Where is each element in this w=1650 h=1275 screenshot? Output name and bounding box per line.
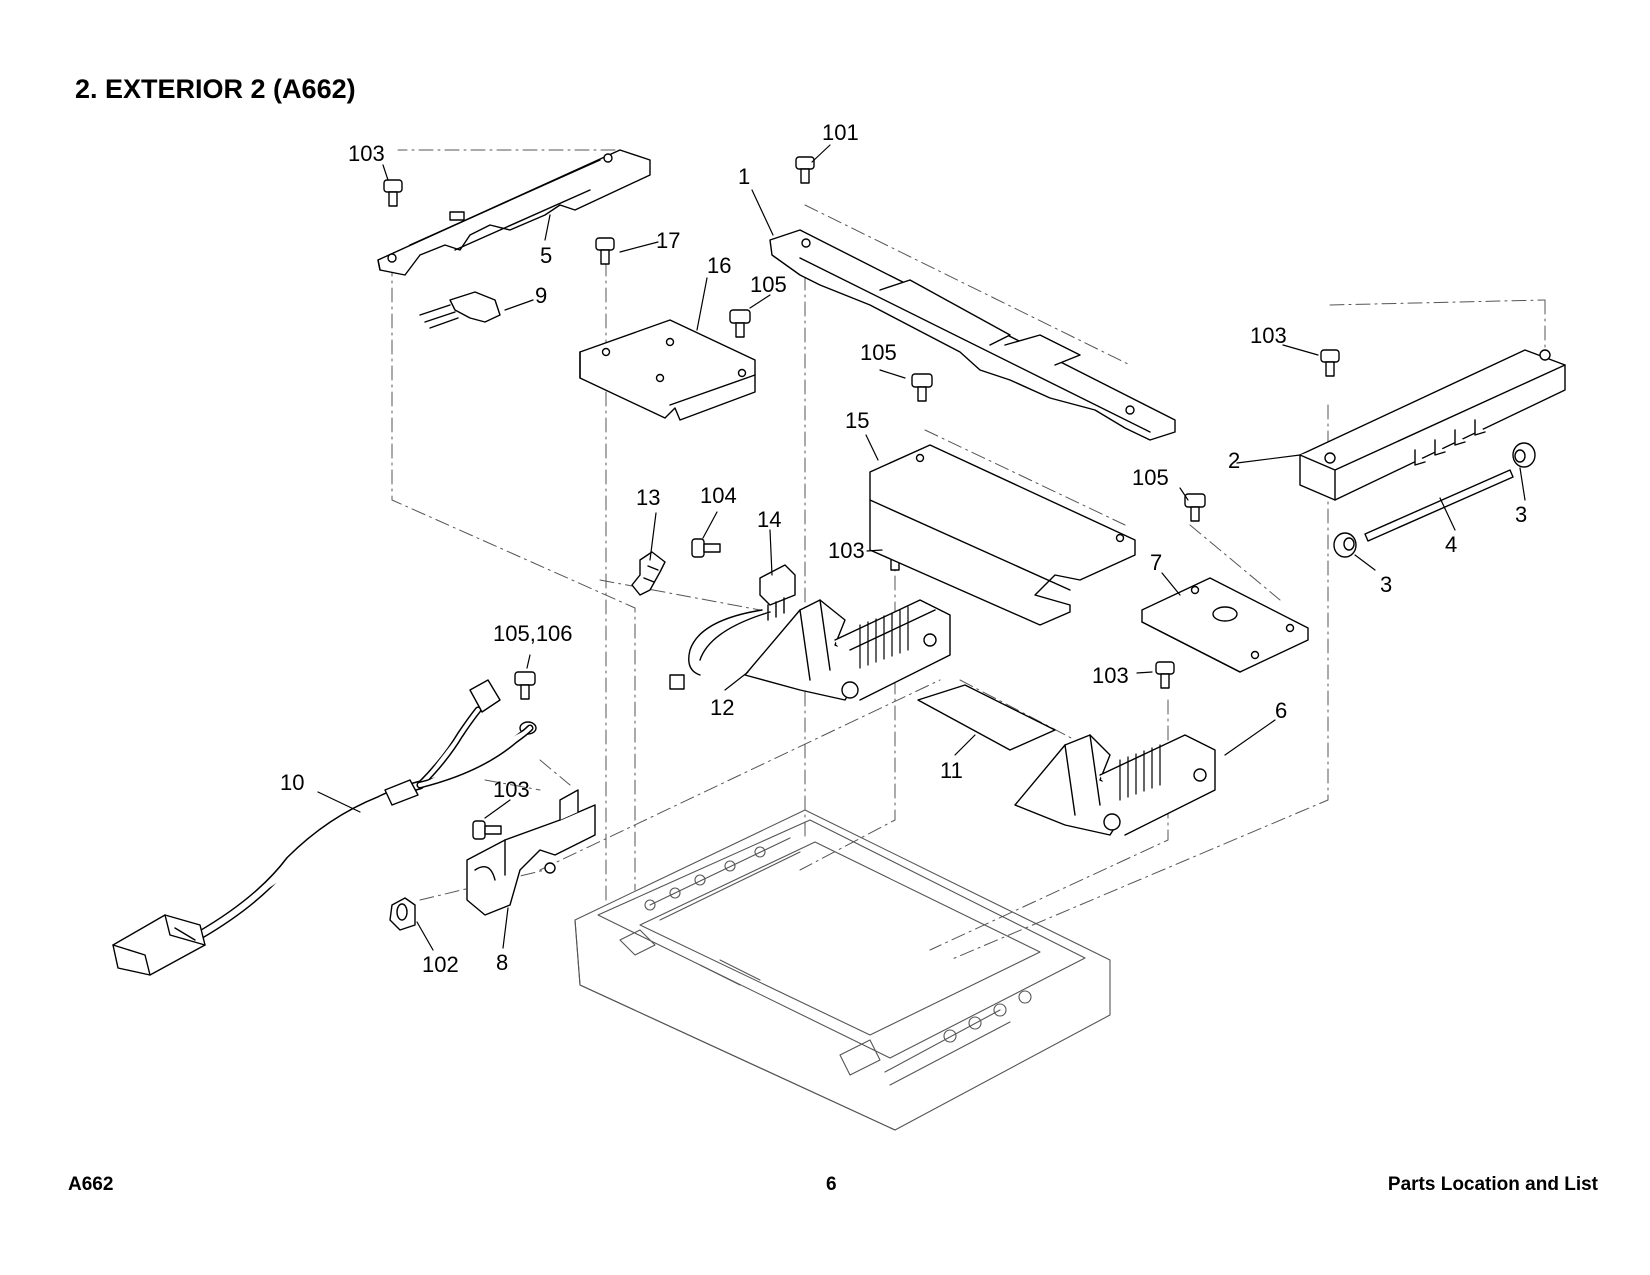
part-11-plate [917, 684, 1056, 751]
footer-model: A662 [68, 1174, 114, 1195]
callout-4: 4 [1445, 532, 1457, 557]
callout-12: 12 [710, 695, 734, 720]
callout-1: 1 [738, 164, 750, 189]
callout-101: 101 [822, 120, 859, 145]
callout-105-cover-7: 105 [1132, 465, 1169, 490]
callout-8: 8 [496, 950, 508, 975]
callout-9: 9 [535, 283, 547, 308]
part-16-cover [579, 319, 756, 421]
base-unit [574, 809, 1111, 1131]
callout-103-top-left: 103 [348, 141, 385, 166]
part-1-bracket [769, 229, 1176, 441]
screws [383, 156, 1340, 840]
callout-11: 11 [940, 758, 963, 783]
callout-102: 102 [422, 952, 459, 977]
callout-105-cover-16: 105 [750, 272, 787, 297]
part-14-sensor [669, 564, 796, 690]
part-5-bracket [377, 149, 651, 276]
callout-6: 6 [1275, 698, 1287, 723]
callout-105-cover-15: 105 [860, 340, 897, 365]
part-9-sensor [419, 291, 501, 329]
part-6-hinge [1014, 734, 1216, 836]
part-13-clip [631, 551, 666, 596]
callout-3b: 3 [1380, 572, 1392, 597]
part-15-cover [869, 444, 1136, 626]
callout-17: 17 [656, 228, 680, 253]
page-title: 2. EXTERIOR 2 (A662) [75, 74, 356, 104]
part-10-power-cord [112, 679, 534, 976]
callout-2: 2 [1228, 448, 1240, 473]
callout-16: 16 [707, 253, 731, 278]
callout-103-center: 103 [828, 538, 865, 563]
callout-103-bracket-6: 103 [1092, 663, 1129, 688]
part-102-clamp [389, 897, 416, 931]
part-3-bushing-left [1333, 532, 1357, 558]
callout-labels: 1 2 3 3 4 5 6 7 8 9 10 11 12 13 14 15 16… [280, 120, 1527, 977]
callout-104: 104 [700, 483, 737, 508]
callout-15: 15 [845, 408, 869, 433]
footer-section-title: Parts Location and List [1387, 1174, 1598, 1195]
callout-14: 14 [757, 507, 781, 532]
part-2-bracket [1299, 349, 1566, 501]
callout-3a: 3 [1515, 502, 1527, 527]
callout-103-right: 103 [1250, 323, 1287, 348]
part-4-shaft [1364, 469, 1514, 542]
callout-7: 7 [1150, 550, 1162, 575]
leader-lines [317, 144, 1526, 951]
part-12-hinge [744, 599, 951, 701]
part-7-cover [1141, 577, 1309, 673]
footer-page-number: 6 [826, 1174, 837, 1195]
callout-10: 10 [280, 770, 304, 795]
part-3-bushing-right [1512, 442, 1536, 468]
callout-13: 13 [636, 485, 660, 510]
callout-105-106: 105,106 [493, 621, 573, 646]
part-8-bracket [466, 789, 596, 916]
callout-103-bracket-8: 103 [493, 777, 530, 802]
callout-5: 5 [540, 243, 552, 268]
